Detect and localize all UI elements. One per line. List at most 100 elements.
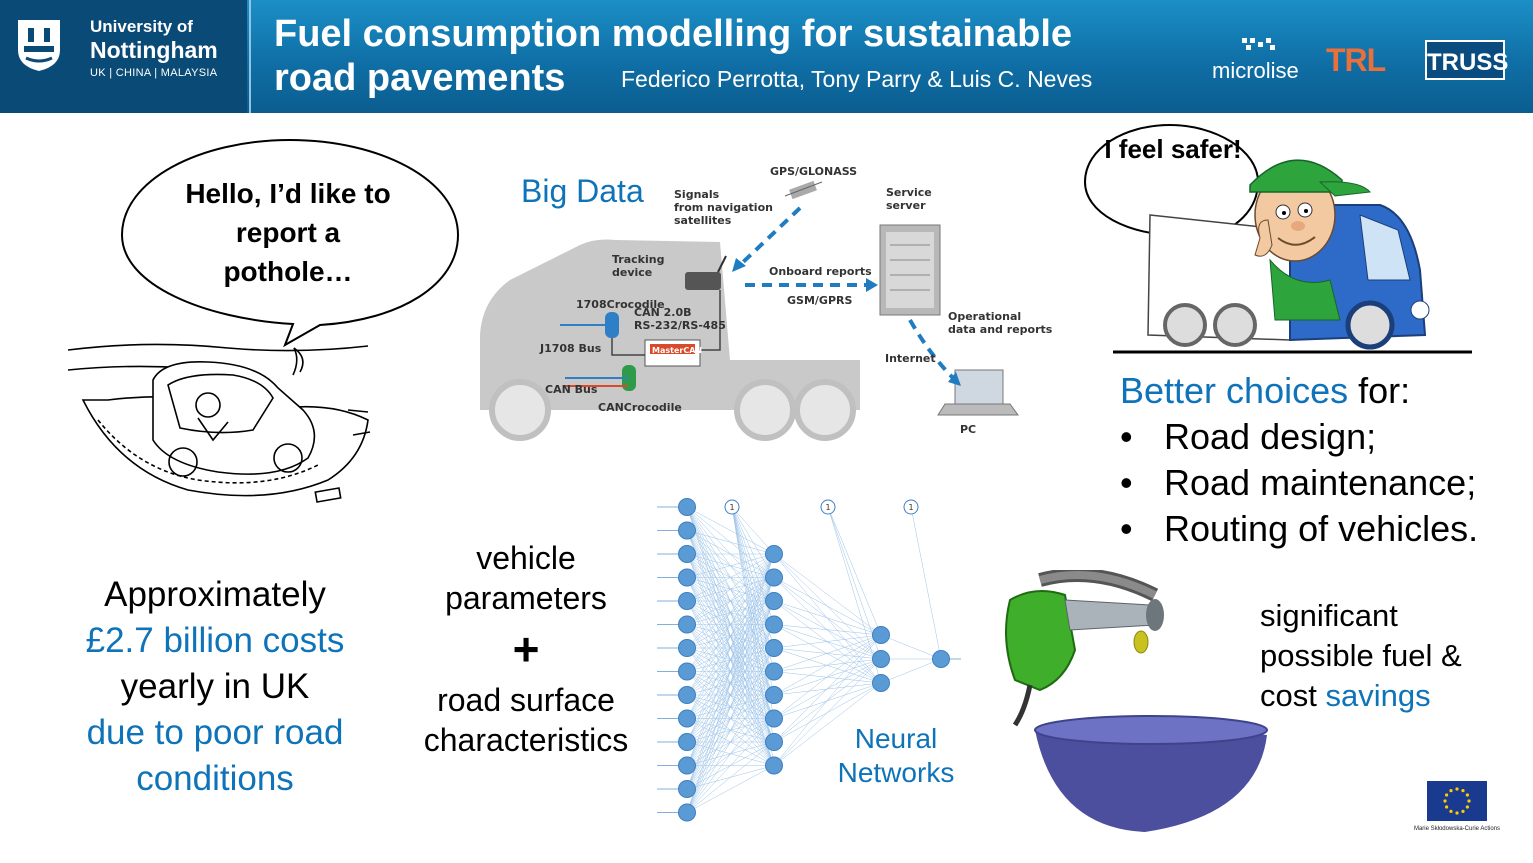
savings-statement: significant possible fuel & cost savings	[1260, 596, 1462, 716]
nn-connection	[773, 624, 882, 636]
nn-connection	[773, 634, 882, 672]
truss-logo: TRUSS	[1425, 40, 1508, 80]
nn-node	[765, 733, 783, 751]
nn-connection	[686, 553, 775, 766]
eu-flag-icon	[1427, 781, 1487, 821]
eu-star	[1455, 811, 1459, 815]
nn-connection	[773, 634, 882, 743]
nn-connection	[686, 553, 775, 602]
cost-line: Approximately	[104, 575, 326, 614]
eu-star	[1465, 805, 1469, 809]
microlise-logo: microlise	[1212, 58, 1299, 83]
eu-star	[1449, 809, 1453, 813]
diagram-label-1708crocodile: 1708Crocodile	[576, 298, 665, 311]
nn-connection	[686, 694, 775, 813]
nn-node	[678, 780, 696, 798]
diagram-label-gsm: GSM/GPRS	[787, 294, 853, 307]
happy-truck-driver-illustration	[1083, 123, 1472, 354]
poster-title-line1: Fuel consumption modelling for sustainab…	[274, 13, 1073, 55]
eu-star	[1467, 799, 1471, 803]
diagram-label-operational: Operational data and reports	[948, 310, 1053, 336]
nn-connection	[686, 671, 775, 813]
diagram-label-internet: Internet	[885, 352, 936, 365]
nn-connection	[910, 506, 942, 660]
nn-connection	[827, 506, 882, 636]
nn-node	[678, 592, 696, 610]
nn-connection	[686, 553, 775, 743]
savings-line: possible fuel &	[1260, 638, 1462, 673]
speech-bubble-left-text: Hello, I’d like to report a pothole…	[185, 178, 391, 287]
trl-logo: TRL	[1326, 42, 1386, 78]
choice-item: Road maintenance;	[1120, 460, 1478, 506]
nn-connection	[827, 506, 882, 684]
nn-node	[678, 639, 696, 657]
nn-node	[765, 756, 783, 775]
nn-node	[678, 709, 696, 728]
nn-connection	[686, 553, 775, 625]
model-inputs: vehicle parameters + road surface charac…	[410, 538, 642, 760]
nn-connection	[731, 506, 775, 578]
neural-networks-label: Neural Networks	[837, 723, 955, 788]
nn-connection	[686, 577, 775, 813]
nn-node	[765, 662, 783, 681]
header-divider	[249, 0, 251, 113]
nn-connection	[686, 530, 775, 555]
nn-bias-label: 1	[908, 503, 913, 512]
nn-connection	[686, 553, 775, 578]
nn-connection	[686, 506, 775, 555]
diagram-label-gps: GPS/GLONASS	[770, 165, 858, 178]
nn-connection	[880, 658, 942, 684]
speech-bubble-left	[120, 138, 460, 348]
eu-star	[1443, 799, 1447, 803]
diagram-label-cancrocodile: CANCrocodile	[598, 401, 682, 414]
big-data-label: Big Data	[521, 173, 644, 209]
telematics-diagram	[480, 180, 1019, 441]
diagram-label-mastercan: MasterCAN	[652, 346, 703, 355]
nn-connection	[773, 634, 882, 696]
nn-connection	[731, 506, 775, 696]
nn-connection	[731, 506, 775, 555]
nn-node	[765, 592, 783, 610]
nn-bias-node	[903, 499, 919, 515]
nn-bias-label: 1	[825, 503, 830, 512]
header-banner	[0, 0, 1533, 113]
nn-connection	[686, 553, 775, 672]
nn-connection	[773, 682, 882, 766]
university-name-line1: University of	[90, 17, 193, 36]
diagram-label-canbus: CAN Bus	[545, 383, 598, 396]
nn-connection	[773, 634, 882, 766]
university-campuses: UK | CHINA | MALAYSIA	[90, 67, 218, 79]
neural-network-diagram: 1 1 1	[657, 498, 961, 822]
nn-node	[678, 615, 696, 634]
nn-node	[765, 545, 783, 563]
nn-node	[932, 650, 950, 668]
nn-node	[872, 650, 890, 668]
nn-connection	[686, 553, 775, 813]
nn-connection	[773, 634, 882, 719]
diagram-label-pc: PC	[960, 423, 977, 436]
nn-node	[765, 615, 783, 634]
nn-node	[678, 756, 696, 775]
nn-connection	[686, 553, 775, 790]
eu-star	[1449, 789, 1453, 793]
fuel-nozzle-bowl-illustration	[1005, 570, 1268, 832]
diagram-label-j1708: J1708 Bus	[540, 342, 602, 355]
nn-node	[765, 686, 783, 704]
eu-caption: Marie Skłodowska-Curie Actions	[1413, 826, 1501, 832]
pothole-car-illustration	[68, 343, 371, 503]
plus-sign: +	[512, 623, 540, 675]
input-vehicle-parameters: vehicle parameters	[445, 540, 607, 616]
nn-bias-node	[820, 499, 836, 515]
eu-star	[1445, 793, 1449, 797]
nn-node	[678, 521, 696, 540]
better-choices-section: Better choices for: Road design; Road ma…	[1120, 368, 1478, 552]
savings-highlight: savings	[1325, 678, 1431, 713]
nn-node	[765, 709, 783, 728]
nn-connection	[880, 634, 942, 660]
university-name-line2: Nottingham	[90, 37, 218, 63]
speech-bubble-right-text: I feel safer!	[1104, 134, 1242, 164]
nn-bias-label: 1	[729, 503, 734, 512]
better-choices-heading-blue: Better choices	[1120, 370, 1349, 411]
nn-connection	[773, 600, 882, 636]
savings-line: significant	[1260, 598, 1398, 633]
